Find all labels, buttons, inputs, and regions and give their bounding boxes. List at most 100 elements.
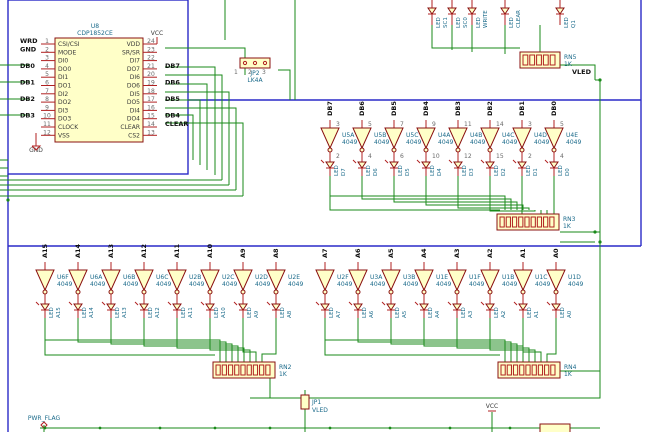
u8-right-pin-name: DI4 [130, 107, 140, 114]
addr-hi-buffer-led [205, 303, 215, 311]
rn2-element [227, 364, 234, 376]
addr-lo-buffer-inverter-bubble [553, 289, 559, 295]
junction-dot [328, 426, 332, 430]
addr-lo-wire [423, 318, 524, 362]
u8-right-net-label: DB7 [165, 62, 180, 70]
rn2-element [221, 364, 227, 376]
u8-left-pin-num: 1 [45, 38, 49, 45]
jp1-body [300, 394, 310, 410]
data-buffer-ref: U4D [534, 132, 547, 139]
addr-hi-buffer-led-ray [35, 301, 40, 306]
addr-lo-buffer-inverter [348, 269, 368, 292]
data-buffer-led-ref: LED [494, 165, 500, 176]
data-buffer-out-pin: 12 [464, 153, 472, 160]
addr-hi-buffer-ref: U6B [123, 274, 135, 281]
addr-lo-buffer-net-label: A7 [321, 248, 329, 258]
rn3-element [536, 216, 543, 228]
rn3-element [530, 216, 536, 228]
addr-hi-buffer-net-label: A11 [173, 243, 181, 258]
pwr-flag-label: PWR_FLAG [28, 415, 61, 422]
data-buffer-inverter [544, 127, 564, 150]
status-led-ref: LED [456, 17, 462, 28]
addr-hi-buffer-part: 4049 [255, 281, 270, 288]
rn3-element [499, 216, 505, 228]
data-buffer-inverter [416, 127, 436, 150]
addr-hi-buffer-led-ref: LED [115, 307, 121, 318]
addr-hi-buffer-led-ray [134, 301, 139, 306]
data-buffer-led [549, 161, 559, 169]
jp2-pin-num: 3 [262, 69, 266, 76]
addr-lo-buffer-led-ray [480, 301, 485, 306]
u8-left-pin-num: 7 [45, 88, 49, 95]
u8-left-pin-name: DO3 [58, 116, 71, 123]
rn5-element [536, 54, 542, 66]
data-buffer-inverter [448, 127, 468, 150]
addr-lo-buffer-led-ref: LED [560, 307, 566, 318]
addr-hi-wire [110, 318, 233, 362]
data-buffer-wire [393, 176, 518, 210]
addr-hi-wire [44, 318, 221, 362]
addr-lo-buffer-ref: U3B [403, 274, 415, 281]
data-buffer-led [453, 161, 463, 169]
u8-left-pin-num: 3 [45, 55, 49, 62]
data-buffer-wire [546, 176, 555, 218]
u8-right-pin-num: 18 [147, 88, 155, 95]
addr-lo-buffer-inverter-bubble [322, 289, 328, 295]
addr-hi-buffer-led-name: A9 [254, 310, 260, 318]
u8-right-pin-name: SR/SR [122, 49, 140, 56]
u8-right-pin-num: 21 [147, 63, 155, 70]
addr-lo-buffer-led-ref: LED [329, 307, 335, 318]
addr-lo-buffer-led [518, 303, 528, 311]
addr-hi-buffer-led [172, 303, 182, 311]
addr-lo-buffer-ref: U1D [568, 274, 581, 281]
addr-hi-buffer-ref: U6F [57, 274, 69, 281]
addr-lo-buffer-inverter-bubble [355, 289, 361, 295]
junction-dot [593, 230, 597, 234]
data-buffer-part: 4049 [438, 139, 453, 146]
data-buffer-led-name: D6 [373, 168, 379, 176]
jp2-part: LK4A [247, 77, 263, 84]
status-led [447, 7, 457, 15]
addr-lo-buffer-inverter [414, 269, 434, 292]
data-buffer-ref: U5A [342, 132, 355, 139]
u8-left-pin-name: DO2 [58, 99, 71, 106]
u8-left-pin-num: 6 [45, 80, 49, 87]
data-buffer-led-name: D4 [437, 168, 443, 176]
data-buffer-ref: U4B [470, 132, 482, 139]
data-buffer-in-pin: 3 [528, 121, 532, 128]
junction-dot [598, 78, 602, 82]
data-buffer-wire [457, 176, 530, 210]
addr-lo-buffer-led-ray [315, 301, 320, 306]
data-buffer-led [357, 161, 367, 169]
status-led-net: CLEAR [516, 10, 522, 28]
u8-left-pin-name: CSI/CSI [58, 41, 80, 48]
u8-left-pin-num: 9 [45, 104, 49, 111]
rn4-element [544, 364, 550, 376]
data-buffer-wire [489, 176, 536, 212]
data-buffer-net-label: DB3 [454, 101, 462, 116]
addr-lo-buffer-led-ref: LED [428, 307, 434, 318]
addr-hi-buffer-led-name: A8 [287, 310, 293, 318]
data-buffer-net-label: DB2 [486, 101, 494, 116]
u8-right-pin-name: DI7 [130, 58, 140, 65]
u8-left-pin-name: VSS [58, 132, 70, 139]
addr-hi-buffer-ref: U2B [189, 274, 201, 281]
data-buffer-inverter-bubble [423, 147, 429, 153]
rn3-element [524, 216, 530, 228]
addr-lo-buffer-net-label: A3 [453, 248, 461, 258]
u8-left-pin-num: 10 [43, 113, 51, 120]
addr-lo-buffer-ref: U1C [535, 274, 547, 281]
status-led [467, 7, 477, 15]
u8-right-pin-name: CLEAR [120, 124, 140, 131]
addr-hi-wire [209, 318, 251, 362]
rn4-ref: RN4 [564, 364, 577, 371]
data-buffer-inverter-bubble [359, 147, 365, 153]
addr-hi-buffer-ref: U6A [90, 274, 103, 281]
addr-hi-buffer-led-ray [233, 301, 238, 306]
data-buffer-out-pin: 15 [496, 153, 504, 160]
addr-lo-buffer-led-ref: LED [362, 307, 368, 318]
